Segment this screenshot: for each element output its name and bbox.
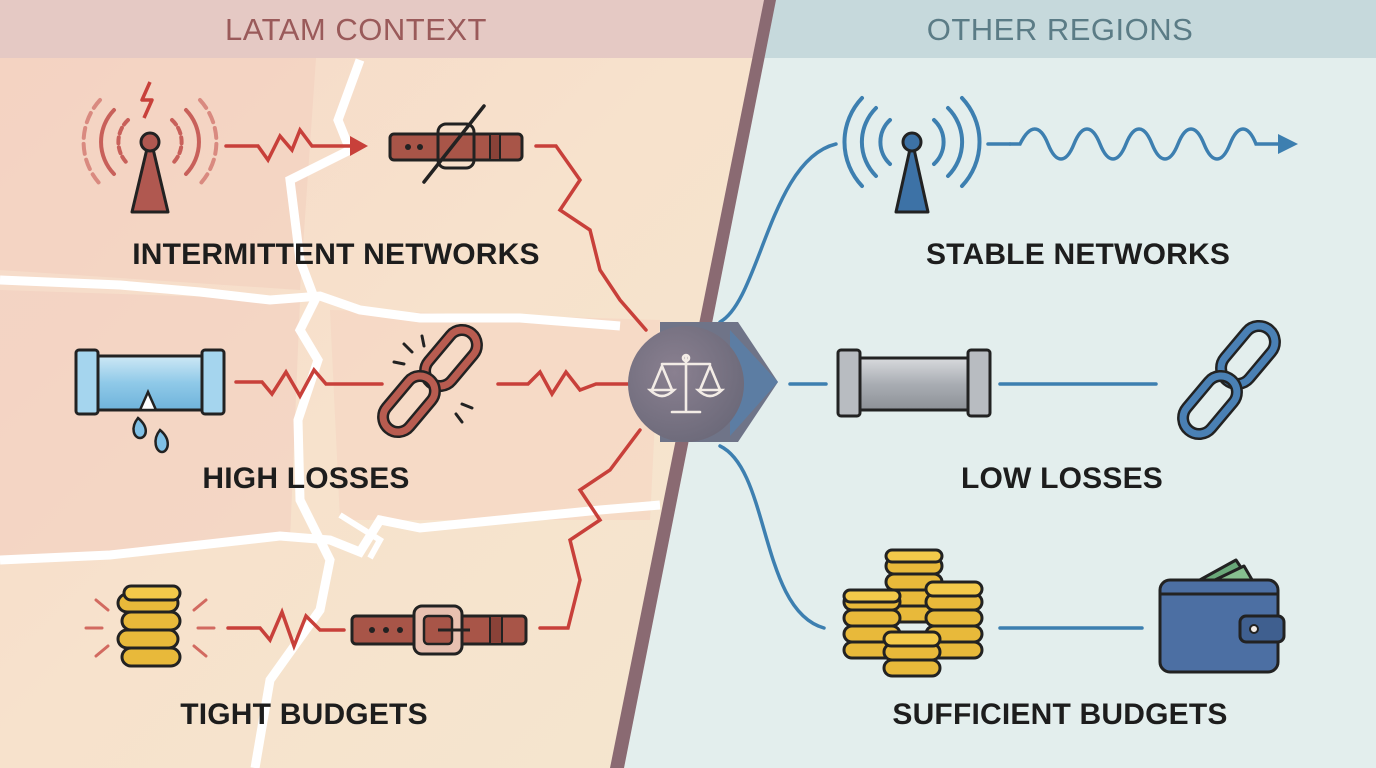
left-connectors xyxy=(224,126,648,651)
cracks xyxy=(0,58,661,768)
label-high-losses: HIGH LOSSES xyxy=(202,462,410,495)
antenna-icon xyxy=(81,81,219,214)
leaking-pipe-icon xyxy=(74,348,226,454)
antenna-icon xyxy=(842,96,982,214)
belt-icon xyxy=(388,104,524,184)
label-low-losses: LOW LOSSES xyxy=(960,462,1164,495)
right-header: OTHER REGIONS xyxy=(926,12,1194,47)
label-intermittent-networks: INTERMITTENT NETWORKS xyxy=(132,238,540,271)
wallet-icon xyxy=(1158,558,1286,674)
balance-scale-icon xyxy=(628,322,778,442)
label-tight-budgets: TIGHT BUDGETS xyxy=(180,698,428,731)
coin-stack-icon xyxy=(84,584,216,668)
belt-icon xyxy=(350,604,528,656)
pipe-icon xyxy=(836,348,992,418)
coin-stacks-icon xyxy=(842,548,984,678)
chain-icon xyxy=(1177,319,1281,441)
broken-chain-icon xyxy=(377,323,483,439)
left-header: LATAM CONTEXT xyxy=(225,12,487,47)
label-sufficient-budgets: SUFFICIENT BUDGETS xyxy=(892,698,1228,731)
right-connectors xyxy=(718,127,1298,630)
label-stable-networks: STABLE NETWORKS xyxy=(925,238,1231,271)
